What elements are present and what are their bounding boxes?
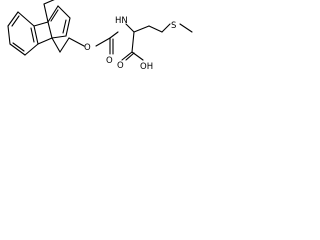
- structure-canvas: O HN S O O OH: [0, 0, 197, 98]
- amine-nh-label: HN: [115, 16, 128, 26]
- fluorene-right-ring: [33, 0, 71, 45]
- carbamate-oxygen-label: O: [106, 56, 113, 66]
- methylene-linker: [51, 37, 85, 53]
- ester-oxygen-label: O: [84, 43, 91, 53]
- carbamate-group: [95, 31, 119, 55]
- fluorene-left-ring: [7, 11, 39, 56]
- molecule-structure: O HN S O O OH: [7, 0, 193, 72]
- sulfur-label: S: [171, 21, 176, 31]
- methionine-backbone: [121, 23, 193, 61]
- acid-carbonyl-oxygen-label: O: [117, 61, 124, 71]
- hydroxyl-label: OH: [140, 62, 153, 72]
